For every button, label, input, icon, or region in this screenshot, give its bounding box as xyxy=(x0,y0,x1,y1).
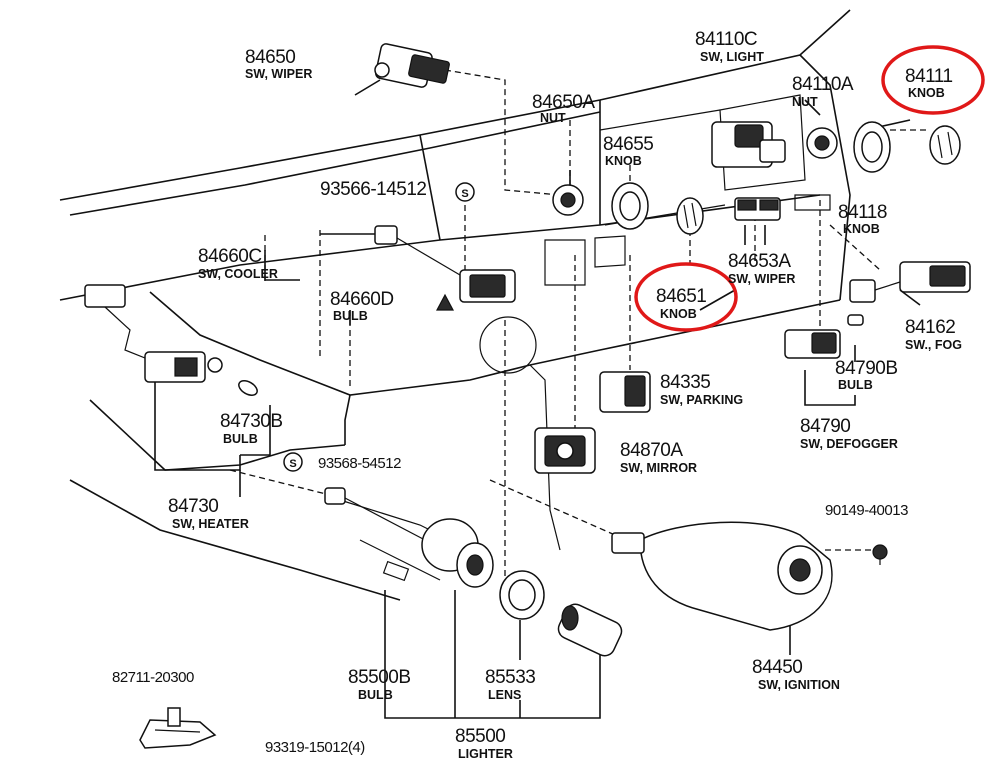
callout-label: BULB xyxy=(223,432,258,446)
callout-label: SW, IGNITION xyxy=(758,678,840,692)
callout-number: 84650 xyxy=(245,47,295,68)
highlight-circle-84651 xyxy=(634,262,738,332)
screw-93568-54512: S xyxy=(283,452,303,472)
callout-label: BULB xyxy=(838,378,873,392)
svg-text:S: S xyxy=(289,458,296,470)
lighter-knob xyxy=(557,603,623,657)
fog-switch-84162 xyxy=(849,261,971,303)
callout-number: 84111 xyxy=(905,66,953,87)
callout-label: SW, LIGHT xyxy=(700,50,764,64)
callout-label: KNOB xyxy=(908,86,945,100)
lighter-socket-85500 xyxy=(324,487,494,588)
callout-number: 84650A xyxy=(532,92,595,113)
callout-label: SW, PARKING xyxy=(660,393,743,407)
light-switch-nut-84110a xyxy=(806,127,838,159)
callout-label: KNOB xyxy=(660,307,697,321)
wiper-switch-84653a xyxy=(734,197,781,221)
bulb-84730b xyxy=(238,380,258,396)
cooler-switch-84660c xyxy=(374,225,516,303)
callout-label: SW, WIPER xyxy=(245,67,312,81)
callout-label: KNOB xyxy=(843,222,880,236)
callout-number: 84118 xyxy=(838,202,887,223)
callout-label: BULB xyxy=(333,309,368,323)
callout-number: 84450 xyxy=(752,657,802,678)
ignition-switch-84450 xyxy=(611,521,833,631)
callout-number: 84110A xyxy=(792,74,854,95)
callout-number: 84110C xyxy=(695,29,757,50)
solid-leader-lines xyxy=(154,79,921,719)
lens-85533 xyxy=(499,570,545,620)
callout-number: 90149-40013 xyxy=(825,502,908,519)
callout-number: 84790B xyxy=(835,358,898,379)
callout-number: 84790 xyxy=(800,416,850,437)
screw-93566-14512: S xyxy=(455,182,475,202)
callout-label: LENS xyxy=(488,688,521,702)
callout-number: 93319-15012(4) xyxy=(265,739,365,756)
bulb-84660d xyxy=(436,293,454,311)
wiper-switch-nut-84650a xyxy=(552,184,584,216)
bolt-90149-40013 xyxy=(872,544,888,565)
knob-ring-84118 xyxy=(853,121,891,173)
callout-label: SW, HEATER xyxy=(172,517,249,531)
callout-label: SW, WIPER xyxy=(728,272,795,286)
svg-text:S: S xyxy=(461,188,468,200)
callout-label: SW, COOLER xyxy=(198,267,278,281)
knob-84111 xyxy=(929,125,961,165)
callout-number: 84335 xyxy=(660,372,710,393)
callout-number: 85500B xyxy=(348,667,411,688)
callout-number: 93568-54512 xyxy=(318,455,401,472)
knob-84651 xyxy=(676,197,704,235)
light-switch-84110c xyxy=(711,121,786,168)
knob-84655 xyxy=(611,182,649,230)
callout-label: SW, DEFOGGER xyxy=(800,437,898,451)
defogger-switch-84790 xyxy=(784,314,864,359)
wiper-switch-84650 xyxy=(374,43,450,88)
callout-number: 85500 xyxy=(455,726,505,747)
callout-label: NUT xyxy=(792,95,818,109)
callout-label: SW., FOG xyxy=(905,338,962,352)
callout-number: 84660C xyxy=(198,246,262,267)
callout-label: NUT xyxy=(540,111,566,125)
callout-number: 84653A xyxy=(728,251,791,272)
callout-number: 82711-20300 xyxy=(112,669,194,686)
bracket-82711-20300 xyxy=(139,707,217,749)
callout-number: 84870A xyxy=(620,440,683,461)
highlight-circle-84111 xyxy=(881,45,985,115)
callout-label: LIGHTER xyxy=(458,747,513,761)
callout-number: 85533 xyxy=(485,667,535,688)
callout-number: 84651 xyxy=(656,286,706,307)
callout-label: SW, MIRROR xyxy=(620,461,697,475)
callout-number: 93566-14512 xyxy=(320,179,427,200)
callout-number: 84162 xyxy=(905,317,955,338)
callout-number: 84655 xyxy=(603,134,653,155)
callout-label: BULB xyxy=(358,688,393,702)
mirror-switch-84870a xyxy=(534,427,596,474)
callout-number: 84660D xyxy=(330,289,394,310)
callout-number: 84730 xyxy=(168,496,218,517)
heater-switch-84730 xyxy=(84,284,223,383)
callout-number: 84730B xyxy=(220,411,283,432)
callout-label: KNOB xyxy=(605,154,642,168)
parking-switch-84335 xyxy=(599,371,651,413)
